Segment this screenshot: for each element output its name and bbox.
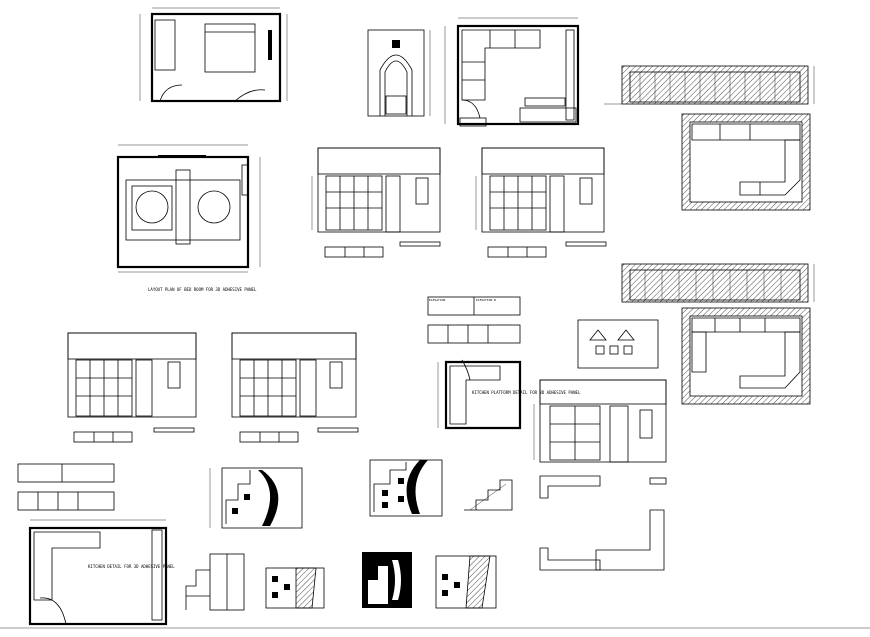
- elevation-row1-right: [475, 147, 607, 258]
- wall-strip-mid: [621, 263, 815, 303]
- kitchen-plan-right-a: [681, 113, 811, 211]
- kitchen-platform-detail: ELEVATION ELEVATION B KITCHEN PLATFORM D…: [427, 296, 581, 430]
- elevation-right-center: [533, 319, 667, 571]
- wall-strip-top: [604, 65, 815, 105]
- tag-elevation-b: ELEVATION B: [476, 298, 496, 302]
- kitchen-detail-label: KITCHEN DETAIL FOR 3D ADHESIVE PANEL: [88, 564, 175, 569]
- bed-plan-label: LAYOUT PLAN OF BED ROOM FOR 3D ADHESIVE …: [148, 287, 257, 292]
- stair-detail: [464, 479, 513, 511]
- niche-detail-d: [362, 552, 412, 608]
- elevation-row2-right: [231, 332, 359, 443]
- niche-detail-c: [265, 567, 325, 609]
- kitchen-platform-label: KITCHEN PLATFORM DETAIL FOR 3D ADHESIVE …: [472, 390, 581, 395]
- kitchen-plan-top: [444, 17, 580, 127]
- shelf-detail-b: [369, 459, 443, 517]
- elevation-row1-left: [311, 147, 441, 258]
- arch-elevation: [367, 29, 431, 117]
- kitchen-detail-bottom-left: KITCHEN DETAIL FOR 3D ADHESIVE PANEL: [17, 463, 175, 626]
- tag-elevation: ELEVATION: [429, 298, 445, 302]
- ceiling-plan: LAYOUT PLAN OF BED ROOM FOR 3D ADHESIVE …: [116, 144, 261, 292]
- niche-detail-e: [435, 555, 497, 609]
- elevation-row2-left: [67, 332, 197, 443]
- bedroom-plan-top: [139, 7, 288, 103]
- shelf-detail-a: [209, 467, 303, 529]
- wardrobe-elevation: [185, 553, 245, 611]
- kitchen-plan-right-b: [681, 307, 811, 405]
